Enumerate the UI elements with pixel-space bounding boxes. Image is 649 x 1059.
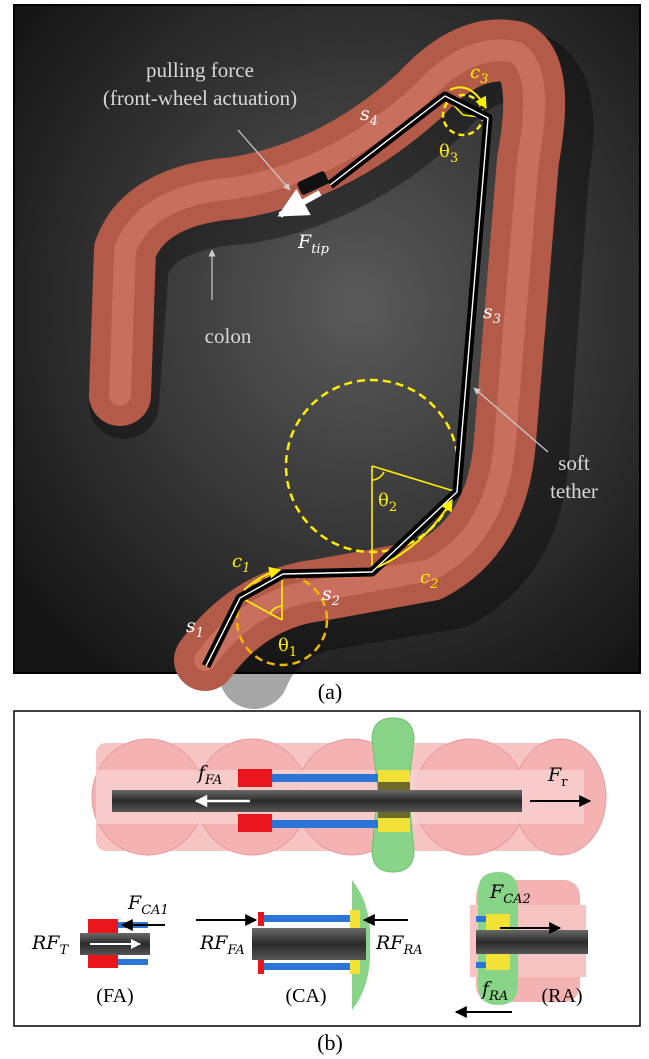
link-top [272,774,380,782]
soft-tether-label-line1: soft [558,451,590,475]
panel-a: pulling force (front-wheel actuation) co… [14,5,640,674]
clamp-bottom [238,814,272,832]
tether-rod [112,790,522,812]
ca-label: (CA) [285,985,326,1007]
link-bottom [272,820,380,828]
caption-b: (b) [317,1030,343,1055]
clamp-top [238,769,272,787]
caption-a: (a) [318,679,342,704]
pulling-force-label-line2: (front-wheel actuation) [103,86,297,110]
soft-tether-label-line2: tether [550,479,598,503]
ra-label: (RA) [541,985,582,1007]
pulling-force-label-line1: pulling force [146,58,254,82]
colon-label: colon [205,324,252,348]
fa-label: (FA) [96,985,133,1007]
panel-b: fFA Fr FCA1 RFT (FA) RFFA RFRA [14,711,640,1026]
